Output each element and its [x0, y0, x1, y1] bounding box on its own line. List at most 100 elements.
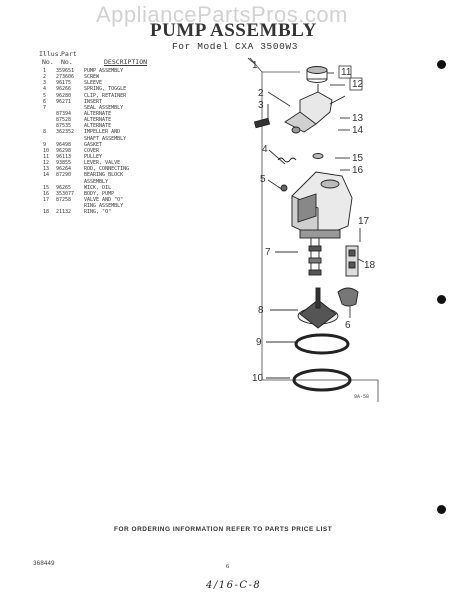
table-row: SHAFT ASSEMBLY [34, 136, 194, 142]
binder-hole-top [437, 60, 446, 69]
description-cell: RING, "O" [84, 209, 112, 216]
callout-9: 9 [256, 337, 262, 348]
illus-cell: 15 [43, 184, 50, 191]
model-subtitle: For Model CXA 3500W3 [172, 41, 299, 52]
description-cell: SCREW [84, 74, 100, 81]
description-cell: SLEEVE [84, 80, 103, 87]
callout-12: 12 [352, 79, 364, 90]
part-number-cell: 273606 [56, 74, 75, 81]
part-number-cell: 96175 [56, 80, 72, 87]
description-cell: ROD, CONNECTING [84, 166, 130, 173]
description-cell: INSERT [84, 98, 103, 105]
page-title: PUMP ASSEMBLY [150, 20, 317, 41]
description-cell: GASKET [84, 141, 103, 148]
part-number-cell: 96266 [56, 86, 72, 93]
illus-cell: 3 [43, 80, 47, 87]
illus-cell: 9 [43, 141, 47, 148]
part-number-cell: 96264 [56, 166, 72, 173]
part-number-cell: 21132 [56, 209, 72, 216]
illus-cell: 13 [43, 166, 50, 173]
callout-17: 17 [358, 216, 370, 227]
illus-cell: 12 [43, 160, 50, 167]
illus-cell: 5 [43, 92, 47, 99]
illus-cell: 10 [43, 147, 50, 154]
part-number-cell: 87394 [56, 110, 72, 117]
description-cell: ALTERNATE [84, 117, 112, 124]
description-cell: IMPELLER AND [84, 129, 121, 136]
description-cell: ASSEMBLY [84, 178, 109, 185]
sleeve-part [253, 117, 271, 129]
ordering-note: FOR ORDERING INFORMATION REFER TO PARTS … [114, 526, 333, 533]
callout-2: 2 [258, 88, 264, 99]
spring-part [277, 157, 297, 163]
table-row: 11 96113 PULLEY [34, 154, 194, 160]
callout-6: 6 [345, 320, 351, 331]
table-row: 3 96175 SLEEVE [34, 80, 194, 86]
parts-table-header: Illus. No. Part No. DESCRIPTION [34, 50, 194, 68]
illus-cell: 8 [43, 129, 47, 136]
description-cell: LEVER, VALVE [84, 160, 121, 167]
part-number-cell: 87535 [56, 123, 72, 130]
part-header: Part [61, 50, 77, 58]
illus-cell: 16 [43, 190, 50, 197]
description-cell: COVER [84, 147, 100, 154]
callout-1: 1 [252, 60, 258, 71]
description-cell: PUMP ASSEMBLY [84, 68, 124, 74]
callout-5: 5 [260, 174, 266, 185]
valve-assembly-part [345, 245, 359, 277]
wick-part [312, 153, 324, 159]
part-number-cell: 96280 [56, 92, 72, 99]
description-header: DESCRIPTION [104, 58, 148, 66]
callout-16: 16 [352, 165, 364, 176]
table-row: ASSEMBLY [34, 179, 194, 185]
description-cell: BEARING BLOCK [84, 172, 124, 179]
description-cell: PULLEY [84, 153, 103, 160]
document-number: 368449 [33, 560, 55, 567]
figure-tag: 9A-58 [354, 394, 369, 400]
table-row: RING ASSEMBLY [34, 203, 194, 209]
callout-4: 4 [262, 144, 268, 155]
part-no-header: No. [61, 58, 73, 66]
description-cell: SPRING, TOGGLE [84, 86, 127, 93]
description-cell: VALVE AND "O" [84, 196, 124, 203]
callout-7: 7 [265, 247, 271, 258]
illus-cell: 11 [43, 153, 50, 160]
part-number-cell: 353077 [56, 190, 75, 197]
part-number-cell: 96113 [56, 153, 72, 160]
callout-15: 15 [352, 153, 364, 164]
callout-11: 11 [341, 67, 352, 78]
illus-cell: 18 [43, 209, 50, 216]
description-cell: RING ASSEMBLY [84, 203, 124, 210]
illus-no-header: No. [42, 58, 54, 66]
part-number-cell: 96498 [56, 141, 72, 148]
callout-8: 8 [258, 305, 264, 316]
handwritten-note: 4/16-C-8 [206, 580, 262, 591]
bearing-block-part [284, 84, 346, 134]
diagram-frame [249, 57, 379, 402]
part-number-cell: 87258 [56, 196, 72, 203]
part-number-cell: 87528 [56, 117, 72, 124]
callout-14: 14 [352, 125, 364, 136]
pump-body-part [291, 171, 353, 239]
illus-cell: 7 [43, 104, 47, 111]
illus-cell: 6 [43, 98, 47, 105]
insert-part [337, 287, 359, 307]
table-row: 9 96498 GASKET [34, 142, 194, 148]
impeller-part [297, 287, 339, 329]
illus-cell: 14 [43, 172, 50, 179]
page-number: 6 [226, 563, 230, 570]
callout-13: 13 [352, 113, 364, 124]
callout-box-11 [338, 65, 352, 79]
